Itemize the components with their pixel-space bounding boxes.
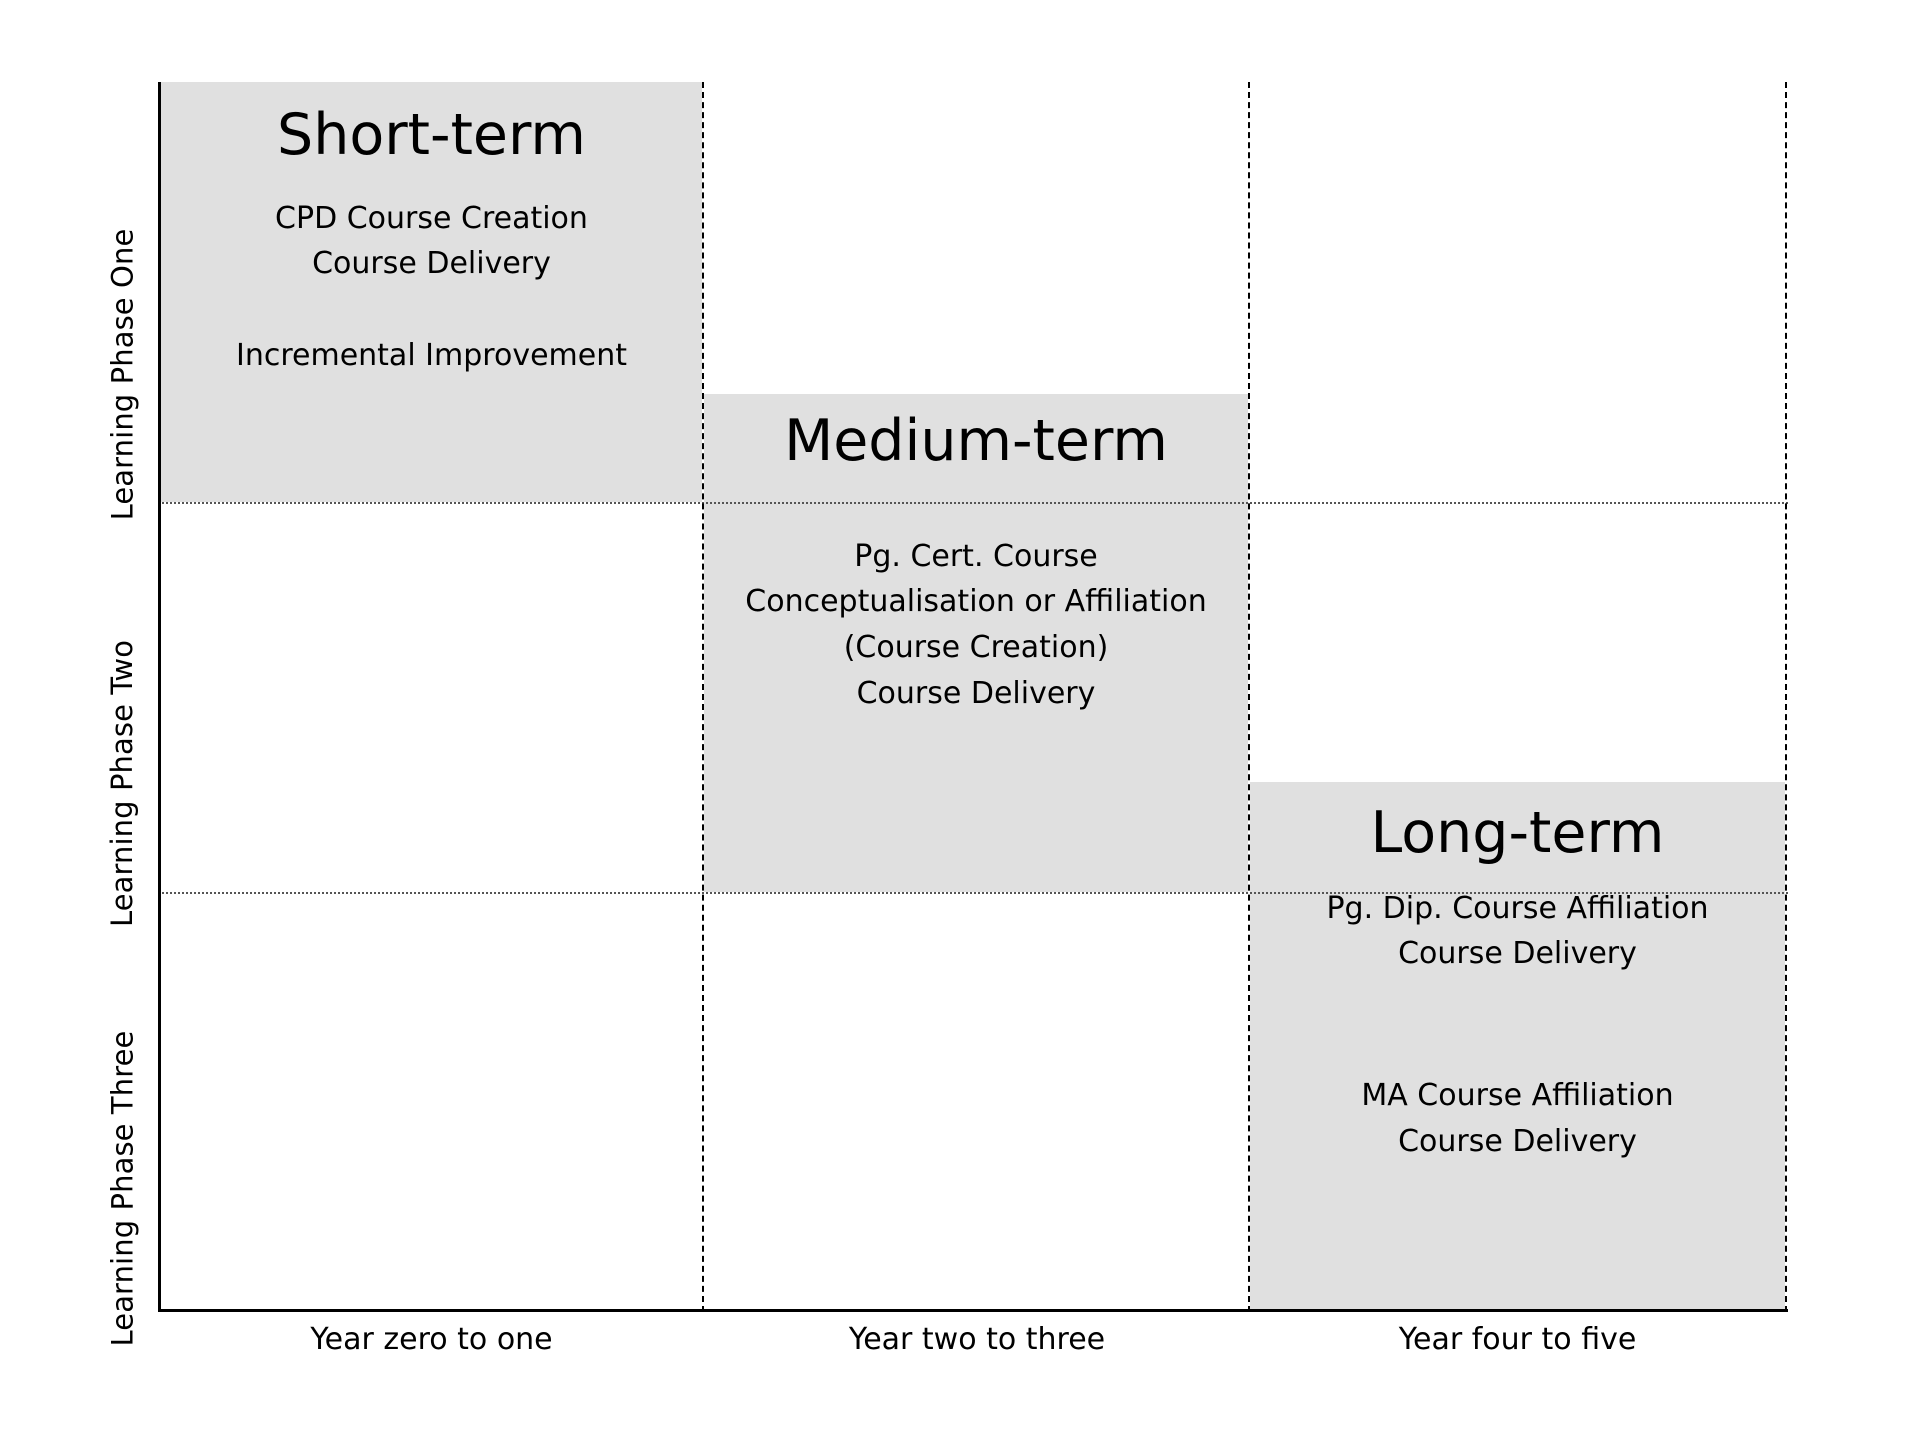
block-medium-term-line-3: (Course Creation) [843,630,1109,666]
block-medium-term-line-1: Pg. Cert. Course [854,538,1098,574]
y-axis-label-phase-three: Learning Phase Three [95,982,151,1394]
x-axis-label-year-four-to-five: Year four to five [1398,1322,1637,1357]
block-short-term-group-2: Incremental Improvement [161,333,702,379]
column-divider-right-edge [1785,82,1787,1312]
row-divider-phase-two-three [158,892,1788,894]
block-medium-term-line-2: Conceptualisation or Affiliation [745,584,1207,620]
block-long-term-group-1: Pg. Dip. Course Affiliation Course Deliv… [1250,886,1785,977]
block-long-term-line-1: Pg. Dip. Course Affiliation [1326,890,1709,926]
block-short-term-title: Short-term [277,102,586,168]
y-axis-label-phase-one: Learning Phase One [95,164,151,584]
y-axis-label-phase-two: Learning Phase Two [95,588,151,978]
block-long-term: Long-term Pg. Dip. Course Affiliation Co… [1250,782,1785,1309]
x-axis-label-year-zero-to-one: Year zero to one [310,1322,553,1357]
block-short-term-line-2: Course Delivery [312,246,551,282]
block-long-term-line-4: Course Delivery [1398,1123,1637,1159]
block-long-term-title: Long-term [1370,800,1665,866]
block-long-term-group-2: MA Course Affiliation Course Delivery [1250,1073,1785,1164]
row-divider-phase-one-two [158,502,1788,504]
block-short-term-line-1: CPD Course Creation [275,200,588,236]
block-long-term-line-2: Course Delivery [1398,936,1637,972]
block-medium-term-line-4: Course Delivery [856,675,1096,711]
block-medium-term-title: Medium-term [784,408,1168,474]
column-divider-year-one-two [702,82,704,1312]
block-short-term-group-1: CPD Course Creation Course Delivery [161,196,702,287]
column-divider-year-three-four [1248,82,1250,1312]
block-medium-term: Medium-term Pg. Cert. Course Conceptuali… [704,394,1248,892]
plot-area: Short-term CPD Course Creation Course De… [158,82,1788,1312]
y-axis-label-group: Learning Phase One Learning Phase Two Le… [95,82,151,1346]
y-axis-label-phase-one-text: Learning Phase One [105,228,140,520]
block-short-term: Short-term CPD Course Creation Course De… [161,82,702,502]
x-axis-label-year-two-to-three: Year two to three [848,1322,1106,1357]
x-axis-label-group: Year zero to one Year two to three Year … [158,1322,1788,1382]
block-short-term-line-3: Incremental Improvement [235,338,627,374]
y-axis-label-phase-two-text: Learning Phase Two [105,639,140,927]
block-medium-term-group-1: Pg. Cert. Course Conceptualisation or Af… [704,534,1248,716]
block-long-term-line-3: MA Course Affiliation [1361,1078,1674,1114]
y-axis-line [158,82,161,1312]
y-axis-label-phase-three-text: Learning Phase Three [105,1030,140,1346]
x-axis-line [158,1309,1788,1312]
